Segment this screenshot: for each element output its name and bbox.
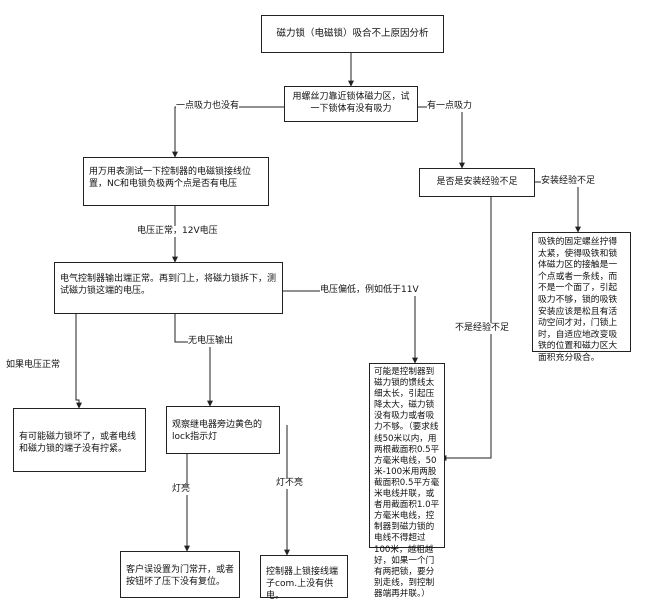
multimeter-box: 用万用表测试一下控制器的电磁锁接线位置，NC和电锁负极两个点是否有电压 — [83, 157, 269, 206]
lock-broken-box: 有可能磁力锁坏了，或者电线和磁力锁的端子没有拧紧。 — [13, 408, 146, 472]
left-branch-label: 一点吸力也没有 — [176, 101, 240, 112]
not-lack-label: 不是经验不足 — [455, 323, 510, 334]
led-on-label: 灯亮 — [172, 484, 191, 495]
right-branch-label: 有一点吸力 — [427, 101, 473, 112]
step1-box: 用螺丝刀靠近锁体磁力区，试一下锁体有没有吸力 — [284, 86, 418, 122]
connector-install-cable — [440, 197, 492, 461]
cable-advice-box: 可能是控制器到磁力锁的馈线太细太长，引起压降太大，磁力锁没有吸力或者吸力不够。（… — [369, 363, 445, 599]
controller-test-box: 电气控制器输出端正常。再到门上，将磁力锁拆下，测试磁力锁这端的电压。 — [54, 262, 283, 314]
if-normal-label: 如果电压正常 — [6, 360, 61, 371]
connector-install-advice — [535, 181, 581, 233]
result-on-box: 客户误设置为门常开，或者按钮坏了压下没有复位。 — [120, 551, 240, 598]
install-advice-box: 吸铁的固定螺丝拧得太紧，使得吸铁和锁体磁力区的接触是一个点或者一条线，而不是一个… — [532, 232, 631, 363]
no-voltage-label: 无电压输出 — [188, 336, 234, 347]
led-off-label: 灯不亮 — [276, 478, 304, 489]
connector-step1-install — [418, 106, 465, 169]
observe-led-box: 观察继电器旁边黄色的lock指示灯 — [166, 406, 280, 454]
connector-step1-multimeter — [172, 106, 284, 158]
result-off-box: 控制器上锁接线端子com.上没有供电。 — [260, 555, 348, 601]
connector-controller-broken — [75, 314, 82, 409]
connector-controller-led — [174, 314, 213, 407]
install-check-box: 是否是安装经验不足 — [419, 168, 535, 197]
voltage-normal-label: 电压正常，12V电压 — [137, 226, 218, 237]
connector-controller-cable — [283, 290, 418, 364]
voltage-low-label: 电压偏低，例如低于11V — [320, 285, 419, 296]
install-lack-label: 安装经验不足 — [541, 176, 596, 187]
title-box: 磁力锁（电磁锁）吸合不上原因分析 — [261, 15, 444, 53]
